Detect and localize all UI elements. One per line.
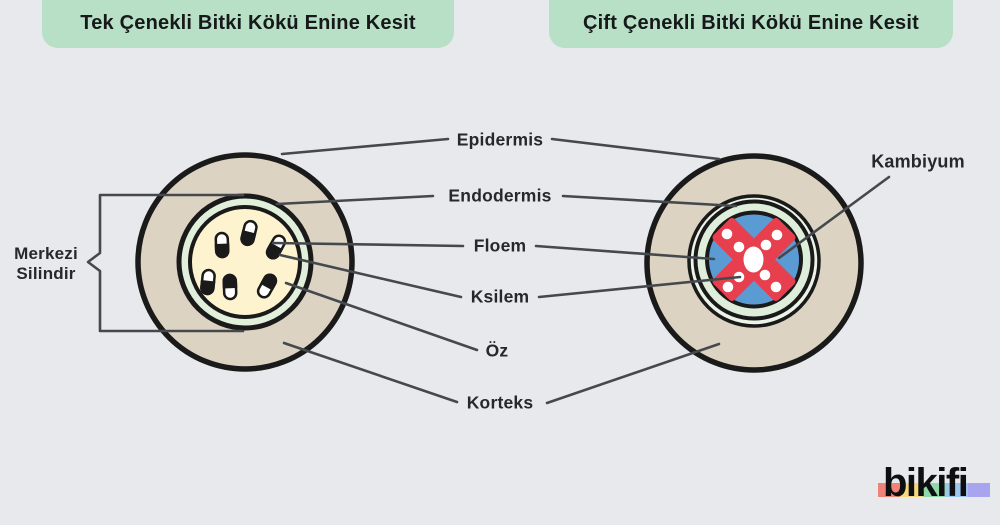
label-floem: Floem bbox=[473, 235, 527, 256]
bikifi-logo-text: bikifi bbox=[883, 461, 969, 505]
bikifi-band-segment bbox=[922, 483, 946, 497]
floem-line-left bbox=[271, 241, 465, 248]
ksilem-line-left bbox=[278, 253, 463, 299]
ksilem-line-right bbox=[537, 275, 742, 299]
bikifi-band-segment bbox=[878, 483, 901, 497]
bikifi-band-segment bbox=[945, 483, 968, 497]
dicot-xylem-vessels bbox=[721, 228, 783, 293]
oz-line-left bbox=[284, 281, 479, 352]
label-oz: Öz bbox=[485, 340, 509, 361]
label-korteks: Korteks bbox=[466, 392, 534, 413]
bikifi-logo-band bbox=[878, 483, 991, 497]
bikifi-band-segment bbox=[967, 483, 991, 497]
label-kambiyum: Kambiyum bbox=[871, 151, 965, 172]
label-merkezi-silindir-line1: Merkezi bbox=[14, 244, 78, 263]
monocot-root-diagram bbox=[135, 152, 355, 372]
epidermis-line-left bbox=[280, 137, 450, 156]
label-endodermis: Endodermis bbox=[448, 185, 552, 206]
bikifi-band-segment bbox=[900, 483, 923, 497]
endodermis-line-right bbox=[561, 194, 738, 208]
korteks-line-left bbox=[282, 341, 459, 404]
title-dicot-root: Çift Çenekli Bitki Kökü Enine Kesit bbox=[549, 0, 953, 48]
label-epidermis: Epidermis bbox=[456, 129, 544, 150]
dicot-root-diagram bbox=[644, 153, 864, 373]
title-monocot-root: Tek Çenekli Bitki Kökü Enine Kesit bbox=[42, 0, 454, 48]
floem-line-right bbox=[534, 244, 716, 261]
epidermis-line-right bbox=[550, 137, 721, 161]
pointer-lines bbox=[271, 137, 891, 405]
endodermis-line-left bbox=[275, 194, 435, 206]
label-merkezi-silindir: Merkezi Silindir bbox=[14, 244, 78, 284]
korteks-line-right bbox=[545, 342, 721, 405]
label-ksilem: Ksilem bbox=[470, 286, 530, 307]
label-merkezi-silindir-line2: Silindir bbox=[16, 264, 76, 283]
merkezi-silindir-bracket bbox=[86, 193, 245, 333]
kambiyum-line bbox=[777, 175, 891, 260]
